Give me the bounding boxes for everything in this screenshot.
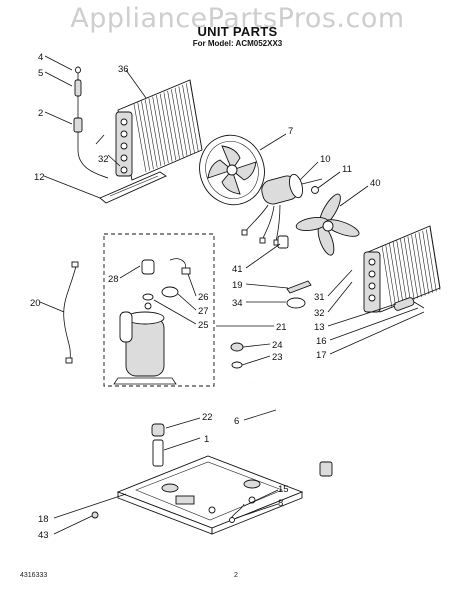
part-grommet (230, 342, 244, 369)
part-condenser-fan (295, 193, 360, 256)
part-clip (277, 235, 289, 249)
coil-fin (159, 93, 173, 162)
callout-24: 24 (272, 340, 283, 351)
watermark: AppliancePartsPros.com (70, 3, 405, 34)
part-condenser-coil (363, 225, 441, 313)
callout-32-right: 32 (314, 308, 325, 319)
coil-fin (167, 90, 180, 159)
callout-18: 18 (38, 514, 49, 525)
leader-lines (39, 55, 425, 535)
part-tubing (249, 381, 319, 439)
coil-fin (400, 239, 411, 302)
callout-11: 11 (342, 164, 352, 175)
part-blower-wheel (199, 134, 265, 206)
coil-fin (414, 233, 426, 296)
callout-15: 15 (278, 484, 289, 495)
coil-fin (189, 81, 203, 151)
callout-6: 6 (234, 416, 239, 427)
callout-23: 23 (272, 352, 283, 363)
coil-fin (133, 103, 147, 173)
callout-21: 21 (276, 322, 287, 333)
page-title: UNIT PARTS (197, 24, 278, 39)
callout-28: 28 (108, 274, 119, 285)
part-evaporator-coil (115, 79, 203, 181)
coil-fin (418, 232, 430, 295)
callout-10: 10 (320, 154, 331, 165)
part-fan-motor (241, 173, 323, 246)
callout-4: 4 (38, 52, 43, 63)
coil-fin (137, 102, 151, 171)
callout-5: 5 (38, 68, 43, 79)
part-bracket (99, 171, 167, 204)
coil-fin (141, 101, 154, 170)
coil-fin (411, 234, 422, 297)
callout-13: 13 (314, 322, 325, 333)
callout-34: 34 (232, 298, 243, 309)
callout-17: 17 (316, 350, 327, 361)
document-number: 4316333 (20, 572, 48, 579)
part-washer (311, 186, 319, 194)
coil-fin (185, 83, 199, 152)
callout-1: 1 (204, 434, 209, 445)
coil-fin (182, 84, 195, 153)
coil-fin (148, 98, 162, 167)
callout-25: 25 (198, 320, 209, 331)
coil-fin (163, 92, 177, 161)
coil-fin (152, 96, 165, 165)
coil-fin (381, 245, 393, 309)
coil-fin (389, 243, 400, 306)
part-switch (229, 461, 333, 523)
callout-19: 19 (232, 280, 243, 291)
callout-2: 2 (38, 108, 43, 119)
part-base-pan (116, 455, 304, 535)
model-subtitle: For Model: ACM052XX3 (192, 39, 283, 48)
coil-fin (426, 229, 437, 292)
callout-22: 22 (202, 412, 213, 423)
callout-43: 43 (38, 530, 49, 541)
coil-fin (156, 95, 169, 164)
callout-20: 20 (30, 298, 41, 309)
part-compressor-group (103, 233, 215, 387)
coil-fin (144, 99, 158, 168)
coil-fin (422, 230, 433, 293)
part-mount (151, 423, 165, 467)
coil-fin (396, 240, 408, 303)
callout-36: 36 (118, 64, 129, 75)
part-clamp (286, 297, 306, 309)
callout-31: 31 (314, 292, 325, 303)
coil-fin (392, 241, 404, 304)
callout-labels: 4 5 2 36 7 32 12 10 11 40 28 26 27 25 21… (30, 52, 381, 541)
coil-fin (403, 237, 415, 300)
coil-fin (407, 236, 419, 299)
callout-8: 8 (278, 498, 283, 509)
callout-7: 7 (288, 126, 293, 137)
coil-fin (178, 86, 192, 155)
callout-40: 40 (370, 178, 381, 189)
coil-fin (171, 89, 184, 158)
part-screw (91, 511, 99, 519)
page-number: 2 (234, 572, 238, 579)
callout-27: 27 (198, 306, 209, 317)
part-rod (286, 280, 312, 294)
callout-41: 41 (232, 264, 243, 275)
callout-16: 16 (316, 336, 327, 347)
coil-fin (174, 87, 188, 156)
coil-fin (385, 244, 396, 307)
part-wire-harness (63, 261, 79, 364)
callout-32-left: 32 (98, 154, 109, 165)
part-capillary-assembly (73, 66, 109, 179)
coil-fin (429, 227, 441, 291)
callout-12: 12 (34, 172, 45, 183)
callout-26: 26 (198, 292, 209, 303)
part-thermostat (393, 297, 425, 311)
